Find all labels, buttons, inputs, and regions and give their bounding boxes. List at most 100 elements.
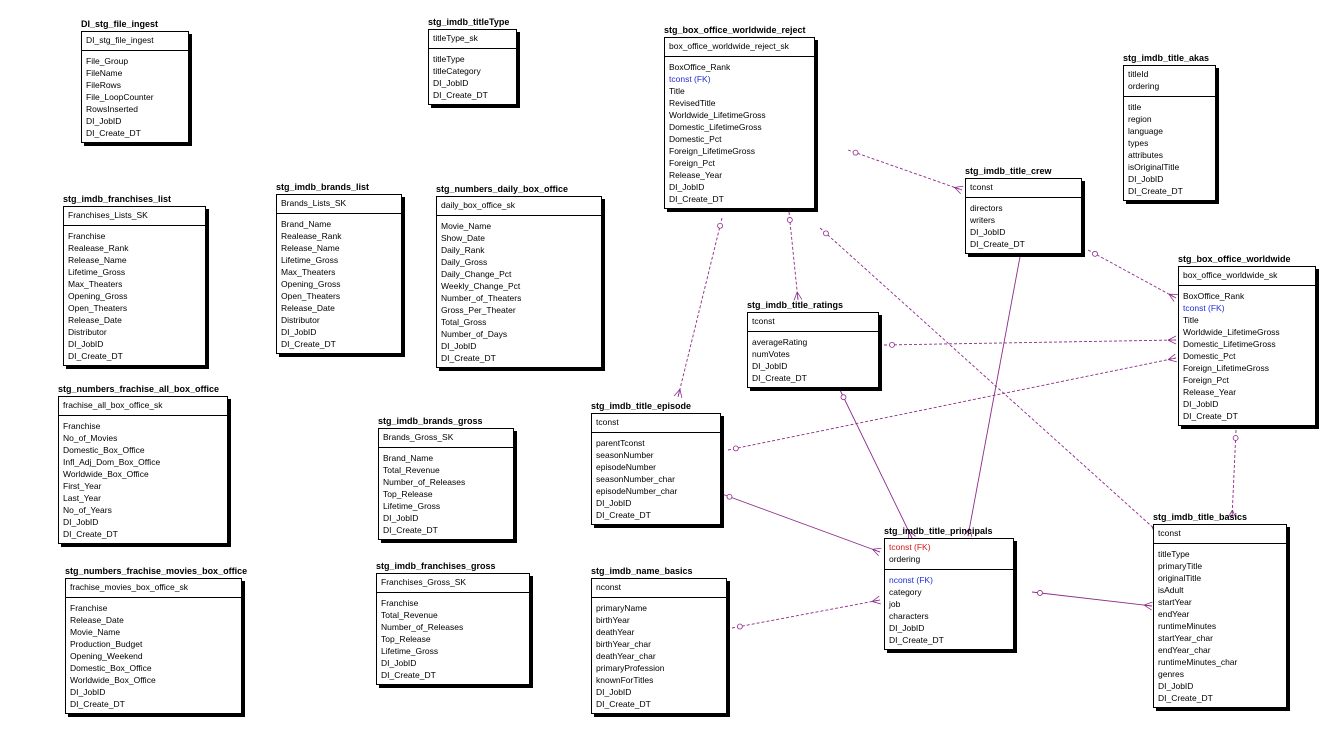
attribute: BoxOffice_Rank — [669, 62, 731, 72]
entity-stg-imdb-title-basics[interactable]: stg_imdb_title_basics tconst titleType p… — [1153, 512, 1287, 708]
attribute: Lifetime_Gross — [68, 267, 126, 277]
attribute: Realease_Rank — [281, 231, 342, 241]
attribute: Daily_Change_Pct — [441, 269, 512, 279]
attribute: DI_Create_DT — [86, 128, 141, 138]
entity-stg-imdb-title-episode[interactable]: stg_imdb_title_episode tconst parentTcon… — [591, 401, 721, 525]
attribute: DI_JobID — [669, 182, 705, 192]
attribute: endYear_char — [1158, 645, 1211, 655]
entity-stg-imdb-titletype[interactable]: stg_imdb_titleType titleType_sk titleTyp… — [428, 17, 517, 105]
entity-stg-numbers-frachise-all-box-office[interactable]: stg_numbers_frachise_all_box_office frac… — [58, 384, 228, 544]
attribute: FileRows — [86, 80, 121, 90]
attribute: genres — [1158, 669, 1184, 679]
attribute: Lifetime_Gross — [281, 255, 339, 265]
pk-attribute: Franchises_Lists_SK — [68, 210, 148, 220]
attribute: Domestic_LifetimeGross — [1183, 339, 1276, 349]
attribute: title — [1128, 102, 1142, 112]
attribute: startYear_char — [1158, 633, 1213, 643]
attribute: Title — [669, 86, 685, 96]
attribute: language — [1128, 126, 1163, 136]
attribute: Franchise — [63, 421, 101, 431]
attribute: runtimeMinutes_char — [1158, 657, 1238, 667]
attribute: DI_JobID — [752, 361, 788, 371]
entity-stg-box-office-worldwide-reject[interactable]: stg_box_office_worldwide_reject box_offi… — [664, 25, 815, 209]
attribute: Infl_Adj_Dom_Box_Office — [63, 457, 161, 467]
attribute: characters — [889, 611, 929, 621]
attribute: DI_Create_DT — [889, 635, 944, 645]
entity-stg-box-office-worldwide[interactable]: stg_box_office_worldwide box_office_worl… — [1178, 254, 1316, 426]
attribute: Realease_Rank — [68, 243, 129, 253]
attribute: Foreign_Pct — [669, 158, 715, 168]
rel-crew-principals — [967, 245, 1023, 537]
entity-stg-imdb-franchises-list[interactable]: stg_imdb_franchises_list Franchises_List… — [63, 194, 206, 366]
attribute: seasonNumber_char — [596, 474, 675, 484]
entity-stg-imdb-brands-gross[interactable]: stg_imdb_brands_gross Brands_Gross_SK Br… — [378, 416, 514, 540]
entity-stg-imdb-franchises-gross[interactable]: stg_imdb_franchises_gross Franchises_Gro… — [376, 561, 530, 685]
attribute: Number_of_Releases — [381, 622, 464, 632]
rel-principals-basics-optional-marker — [1037, 590, 1043, 596]
entity-stg-imdb-title-crew[interactable]: stg_imdb_title_crew tconst directors wri… — [965, 166, 1082, 254]
entity-stg-imdb-title-ratings[interactable]: stg_imdb_title_ratings tconst averageRat… — [747, 300, 879, 388]
entity-stg-numbers-daily-box-office[interactable]: stg_numbers_daily_box_office daily_box_o… — [436, 184, 602, 368]
attribute: Lifetime_Gross — [383, 501, 441, 511]
attribute: DI_Create_DT — [1183, 411, 1238, 421]
attribute: Release_Date — [68, 315, 122, 325]
attribute: Daily_Gross — [441, 257, 488, 267]
attribute: Weekly_Change_Pct — [441, 281, 521, 291]
pk-attribute: tconst — [752, 316, 775, 326]
attribute: averageRating — [752, 337, 808, 347]
pk-attribute: ordering — [1128, 81, 1160, 91]
attribute: Franchise — [68, 231, 106, 241]
entity-stg-numbers-frachise-movies-box-office[interactable]: stg_numbers_frachise_movies_box_office f… — [65, 566, 247, 714]
attribute: titleCategory — [433, 66, 481, 76]
pk-attribute: ordering — [889, 554, 921, 564]
entity-stg-imdb-name-basics[interactable]: stg_imdb_name_basics nconst primaryName … — [591, 566, 727, 714]
attribute: types — [1128, 138, 1149, 148]
attribute: Release_Date — [70, 615, 124, 625]
attribute: Domestic_Pct — [1183, 351, 1236, 361]
rel-reject-ratings — [788, 211, 799, 301]
attribute: parentTconst — [596, 438, 645, 448]
attribute: runtimeMinutes — [1158, 621, 1217, 631]
attribute: Worldwide_Box_Office — [63, 469, 149, 479]
attribute: Movie_Name — [441, 221, 492, 231]
entity-title: stg_numbers_frachise_all_box_office — [58, 384, 220, 394]
attribute: Number_of_Theaters — [441, 293, 522, 303]
entity-stg-imdb-title-akas[interactable]: stg_imdb_title_akas titleId ordering tit… — [1123, 53, 1216, 201]
attribute: Foreign_LifetimeGross — [669, 146, 755, 156]
rel-ratings-boxoffice-crowfoot-marker — [1167, 335, 1177, 345]
attribute: DI_JobID — [1128, 174, 1164, 184]
attribute: endYear — [1158, 609, 1190, 619]
attribute: Total_Revenue — [383, 465, 440, 475]
rel-reject-episode-optional-marker — [717, 222, 723, 229]
entity-title: stg_imdb_title_crew — [965, 166, 1052, 176]
rel-reject-crew-crowfoot-marker — [954, 185, 964, 195]
rel-reject-episode-crowfoot-marker — [673, 388, 683, 399]
attribute: DI_Create_DT — [281, 339, 336, 349]
attribute: DI_JobID — [433, 78, 469, 88]
attribute: Show_Date — [441, 233, 485, 243]
attribute: DI_JobID — [970, 227, 1006, 237]
entity-stg-imdb-title-principals[interactable]: stg_imdb_title_principals tconst (FK) or… — [884, 526, 1014, 650]
attribute: Total_Gross — [441, 317, 487, 327]
entity-title: stg_box_office_worldwide — [1178, 254, 1291, 264]
attribute: No_of_Years — [63, 505, 112, 515]
pk-attribute: nconst — [596, 582, 622, 592]
entity-stg-imdb-brands-list[interactable]: stg_imdb_brands_list Brands_Lists_SK Bra… — [276, 182, 402, 354]
attribute: Foreign_Pct — [1183, 375, 1229, 385]
rel-episode-boxoffice-crowfoot-marker — [1167, 353, 1177, 363]
attribute: Opening_Weekend — [70, 651, 143, 661]
attribute: DI_JobID — [383, 513, 419, 523]
attribute: DI_Create_DT — [433, 90, 488, 100]
rel-reject-crew — [847, 149, 963, 191]
attribute: DI_Create_DT — [383, 525, 438, 535]
pk-attribute: tconst — [970, 182, 993, 192]
rel-episode-principals-crowfoot-marker — [872, 547, 882, 557]
attribute: Production_Budget — [70, 639, 143, 649]
entity-title: stg_imdb_title_episode — [591, 401, 692, 411]
attribute: DI_Create_DT — [70, 699, 125, 709]
attribute: seasonNumber — [596, 450, 654, 460]
attribute: Number_of_Releases — [383, 477, 466, 487]
entity-di-stg-file-ingest[interactable]: DI_stg_file_ingest DI_stg_file_ingest Fi… — [81, 19, 189, 143]
rel-principals-basics — [1031, 591, 1153, 607]
